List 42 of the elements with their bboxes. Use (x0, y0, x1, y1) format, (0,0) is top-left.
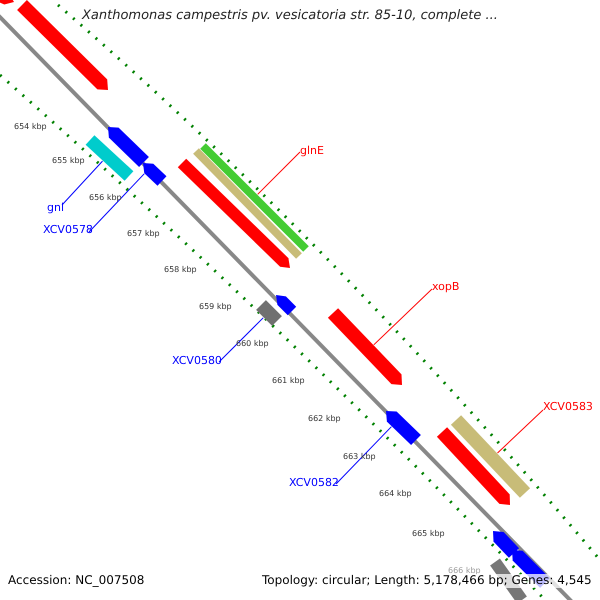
gene-label: xopB (432, 281, 460, 294)
tick-label: 663 kbp (343, 452, 376, 462)
gene-feature (386, 411, 421, 445)
gene-bar (86, 135, 134, 181)
tick-label: 661 kbp (272, 376, 305, 386)
leader-line (218, 317, 264, 362)
tick-label: 664 kbp (379, 489, 412, 498)
leader-line (62, 160, 103, 206)
gene-feature (328, 308, 402, 385)
title: Xanthomonas campestris pv. vesicatoria str. 85-10, complete ... (82, 9, 498, 24)
gene-feature (143, 163, 166, 186)
tick-label: 655 kbp (52, 156, 85, 166)
gene-feature (436, 427, 510, 505)
tick-label: 657 kbp (127, 229, 160, 238)
tick-label: 662 kbp (308, 414, 341, 424)
gene-label: XCV0580 (172, 355, 222, 368)
gene-label: XCV0582 (289, 477, 339, 490)
gene-feature (0, 0, 14, 4)
gene-bar (450, 415, 530, 498)
tick-label: 658 kbp (164, 265, 197, 274)
leader-line (88, 173, 145, 232)
gene-bar (256, 300, 282, 326)
gene-label: XCV0583 (543, 401, 593, 414)
leader-line (336, 426, 392, 484)
tick-label: 656 kbp (89, 193, 122, 202)
tick-label: 659 kbp (199, 302, 232, 312)
tick-label: 665 kbp (412, 529, 445, 538)
gene-feature (276, 295, 296, 316)
gene-feature (108, 127, 149, 167)
leader-line (257, 152, 300, 195)
footer-text: Accession: NC_007508 (8, 574, 144, 588)
gene-feature (493, 531, 520, 558)
gene-bar (193, 148, 302, 259)
tick-label: 666 kbp (448, 566, 481, 575)
footer-text: Topology: circular; Length: 5,178,466 bp; Genes: 4,545 (262, 574, 592, 588)
leader-line (497, 410, 544, 454)
gene-label: XCV0578 (43, 224, 93, 237)
gene-label: gnl (47, 202, 64, 215)
leader-line (373, 288, 432, 346)
tick-label: 654 kbp (14, 122, 47, 132)
tick-label: 660 kbp (236, 339, 269, 348)
gene-label: glnE (300, 145, 324, 158)
